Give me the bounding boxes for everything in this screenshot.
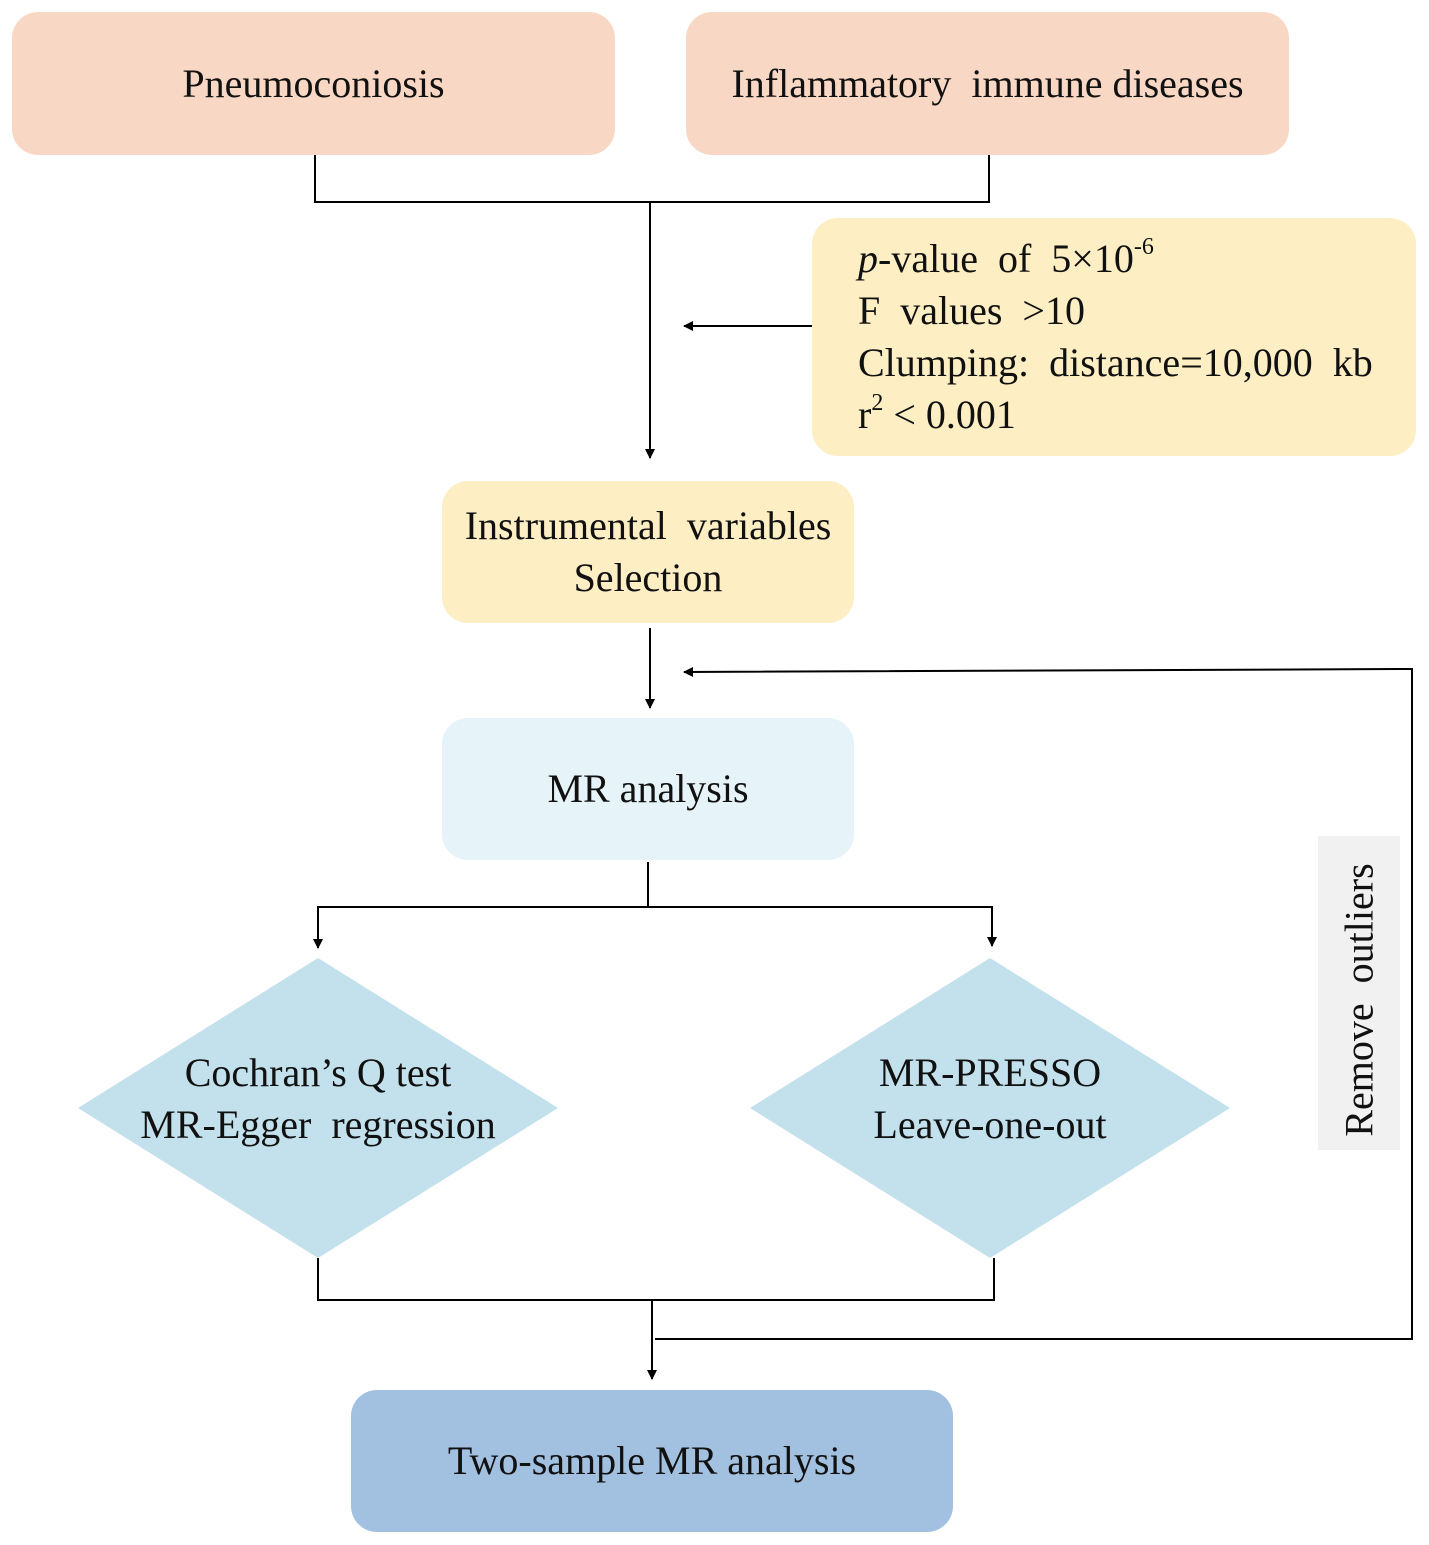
label-pneumoconiosis: Pneumoconiosis	[182, 60, 445, 106]
label-iv-line1: Instrumental variables	[464, 503, 832, 548]
label-mr-presso: MR-PRESSO	[878, 1050, 1102, 1095]
box-instrumental-variables: Instrumental variables Selection	[442, 481, 854, 623]
label-remove-outliers: Remove outliers	[1336, 863, 1382, 1137]
remove-outliers-box	[1318, 836, 1400, 1150]
label-mr-analysis: MR analysis	[547, 766, 749, 811]
label-mr-egger: MR-Egger regression	[140, 1102, 496, 1147]
criteria-r-symbol: r	[858, 392, 872, 437]
label-iv-line2: Selection	[573, 555, 723, 600]
label-cochran-q: Cochran’s Q test	[184, 1050, 452, 1095]
criteria-r2: r2 < 0.001	[858, 389, 1016, 441]
connector-outlier-loop	[655, 666, 1413, 1340]
criteria-p-symbol: p	[858, 236, 878, 281]
arrow-to-right-diamond	[648, 906, 997, 947]
label-two-sample-mr: Two-sample MR analysis	[447, 1438, 857, 1483]
criteria-clumping: Clumping: distance=10,000 kb	[858, 340, 1373, 385]
box-pneumoconiosis: Pneumoconiosis	[12, 12, 615, 155]
box-mr-analysis: MR analysis	[442, 718, 854, 860]
diamond-heterogeneity-label: Cochran’s Q test MR-Egger regression	[80, 1047, 556, 1151]
arrow-to-left-diamond	[313, 906, 648, 949]
label-leave-one-out: Leave-one-out	[873, 1102, 1107, 1147]
box-selection-criteria: p-value of 5×10-6 F values >10 Clumping:…	[812, 218, 1416, 456]
criteria-r-exponent: 2	[871, 389, 884, 416]
diamond-sensitivity-label: MR-PRESSO Leave-one-out	[752, 1047, 1228, 1151]
criteria-pvalue-exponent: -6	[1133, 233, 1154, 260]
criteria-fvalue: F values >10	[858, 288, 1085, 333]
box-inflammatory-immune-diseases: Inflammatory immune diseases	[686, 12, 1289, 155]
diamond-sensitivity	[750, 958, 1230, 1258]
criteria-r2-text: < 0.001	[883, 392, 1016, 437]
criteria-pvalue-text: -value of 5×10	[878, 236, 1134, 281]
box-two-sample-mr-analysis: Two-sample MR analysis	[351, 1390, 953, 1532]
criteria-pvalue: p-value of 5×10-6	[858, 233, 1154, 285]
connector-top-merge	[314, 155, 990, 203]
connector-bottom-merge	[317, 1258, 995, 1301]
diamond-heterogeneity	[78, 958, 558, 1258]
label-inflammatory-immune-diseases: Inflammatory immune diseases	[731, 60, 1244, 106]
